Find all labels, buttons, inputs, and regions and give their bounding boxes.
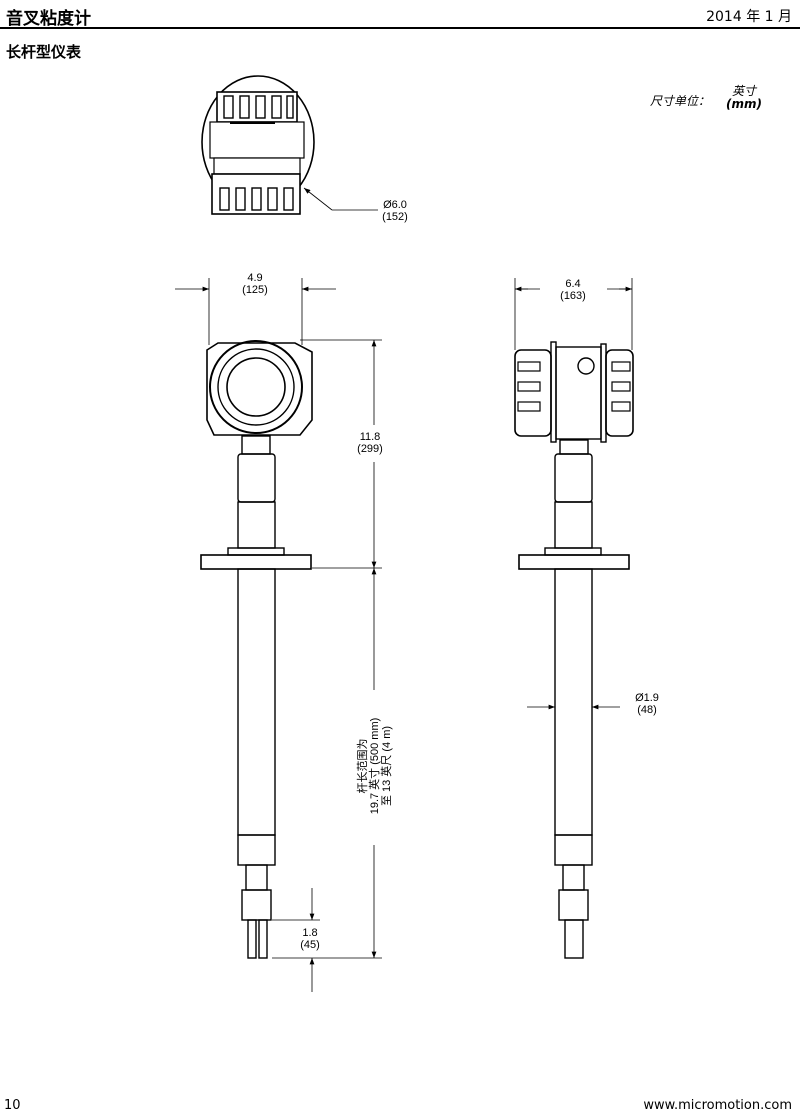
- section-title: 长杆型仪表: [6, 43, 82, 61]
- front-view: [200, 340, 313, 959]
- units-primary: 英寸: [731, 84, 756, 98]
- header-divider: [0, 27, 800, 29]
- rod-length-line2: 19.7 英寸 (500 mm): [369, 717, 381, 815]
- top-diameter-dimension: Ø6.0 (152): [365, 199, 425, 223]
- side-width-dimension: 6.4 (163): [543, 278, 603, 302]
- document-title: 音叉粘度计: [6, 9, 91, 29]
- units-label: 尺寸单位：: [650, 94, 711, 108]
- dim-inches: 4.9: [247, 272, 263, 284]
- dimension-lines: [175, 278, 633, 992]
- dim-mm: (152): [382, 211, 408, 223]
- rod-length-line3: 至 13 英尺 (4 m): [381, 725, 393, 807]
- dim-inches: 11.8: [359, 431, 381, 443]
- rod-length-dimension: 杆长范围为 19.7 英寸 (500 mm) 至 13 英尺 (4 m): [357, 696, 393, 836]
- top-view: [201, 75, 378, 215]
- dim-mm: (163): [560, 290, 586, 302]
- dim-mm: (299): [357, 443, 383, 455]
- front-width-dimension: 4.9 (125): [225, 272, 285, 296]
- fork-length-dimension: 1.8 (45): [280, 927, 340, 951]
- dim-inches: 6.4: [565, 278, 581, 290]
- dim-mm: (125): [242, 284, 268, 296]
- dim-inches: Ø1.9: [635, 692, 659, 704]
- dim-mm: (48): [637, 704, 657, 716]
- document-date: 2014 年 1 月: [706, 9, 792, 25]
- side-view: [514, 341, 634, 959]
- rod-length-line1: 杆长范围为: [357, 738, 369, 794]
- rod-diameter-dimension: Ø1.9 (48): [617, 692, 677, 716]
- head-height-dimension: 11.8 (299): [340, 431, 400, 455]
- dim-inches: Ø6.0: [383, 199, 407, 211]
- units-legend: 英寸 (mm): [726, 85, 762, 111]
- footer-url[interactable]: www.micromotion.com: [643, 1098, 792, 1113]
- dim-inches: 1.8: [302, 927, 318, 939]
- page-number: 10: [4, 1098, 21, 1113]
- dim-mm: (45): [300, 939, 320, 951]
- units-secondary: (mm): [726, 97, 762, 111]
